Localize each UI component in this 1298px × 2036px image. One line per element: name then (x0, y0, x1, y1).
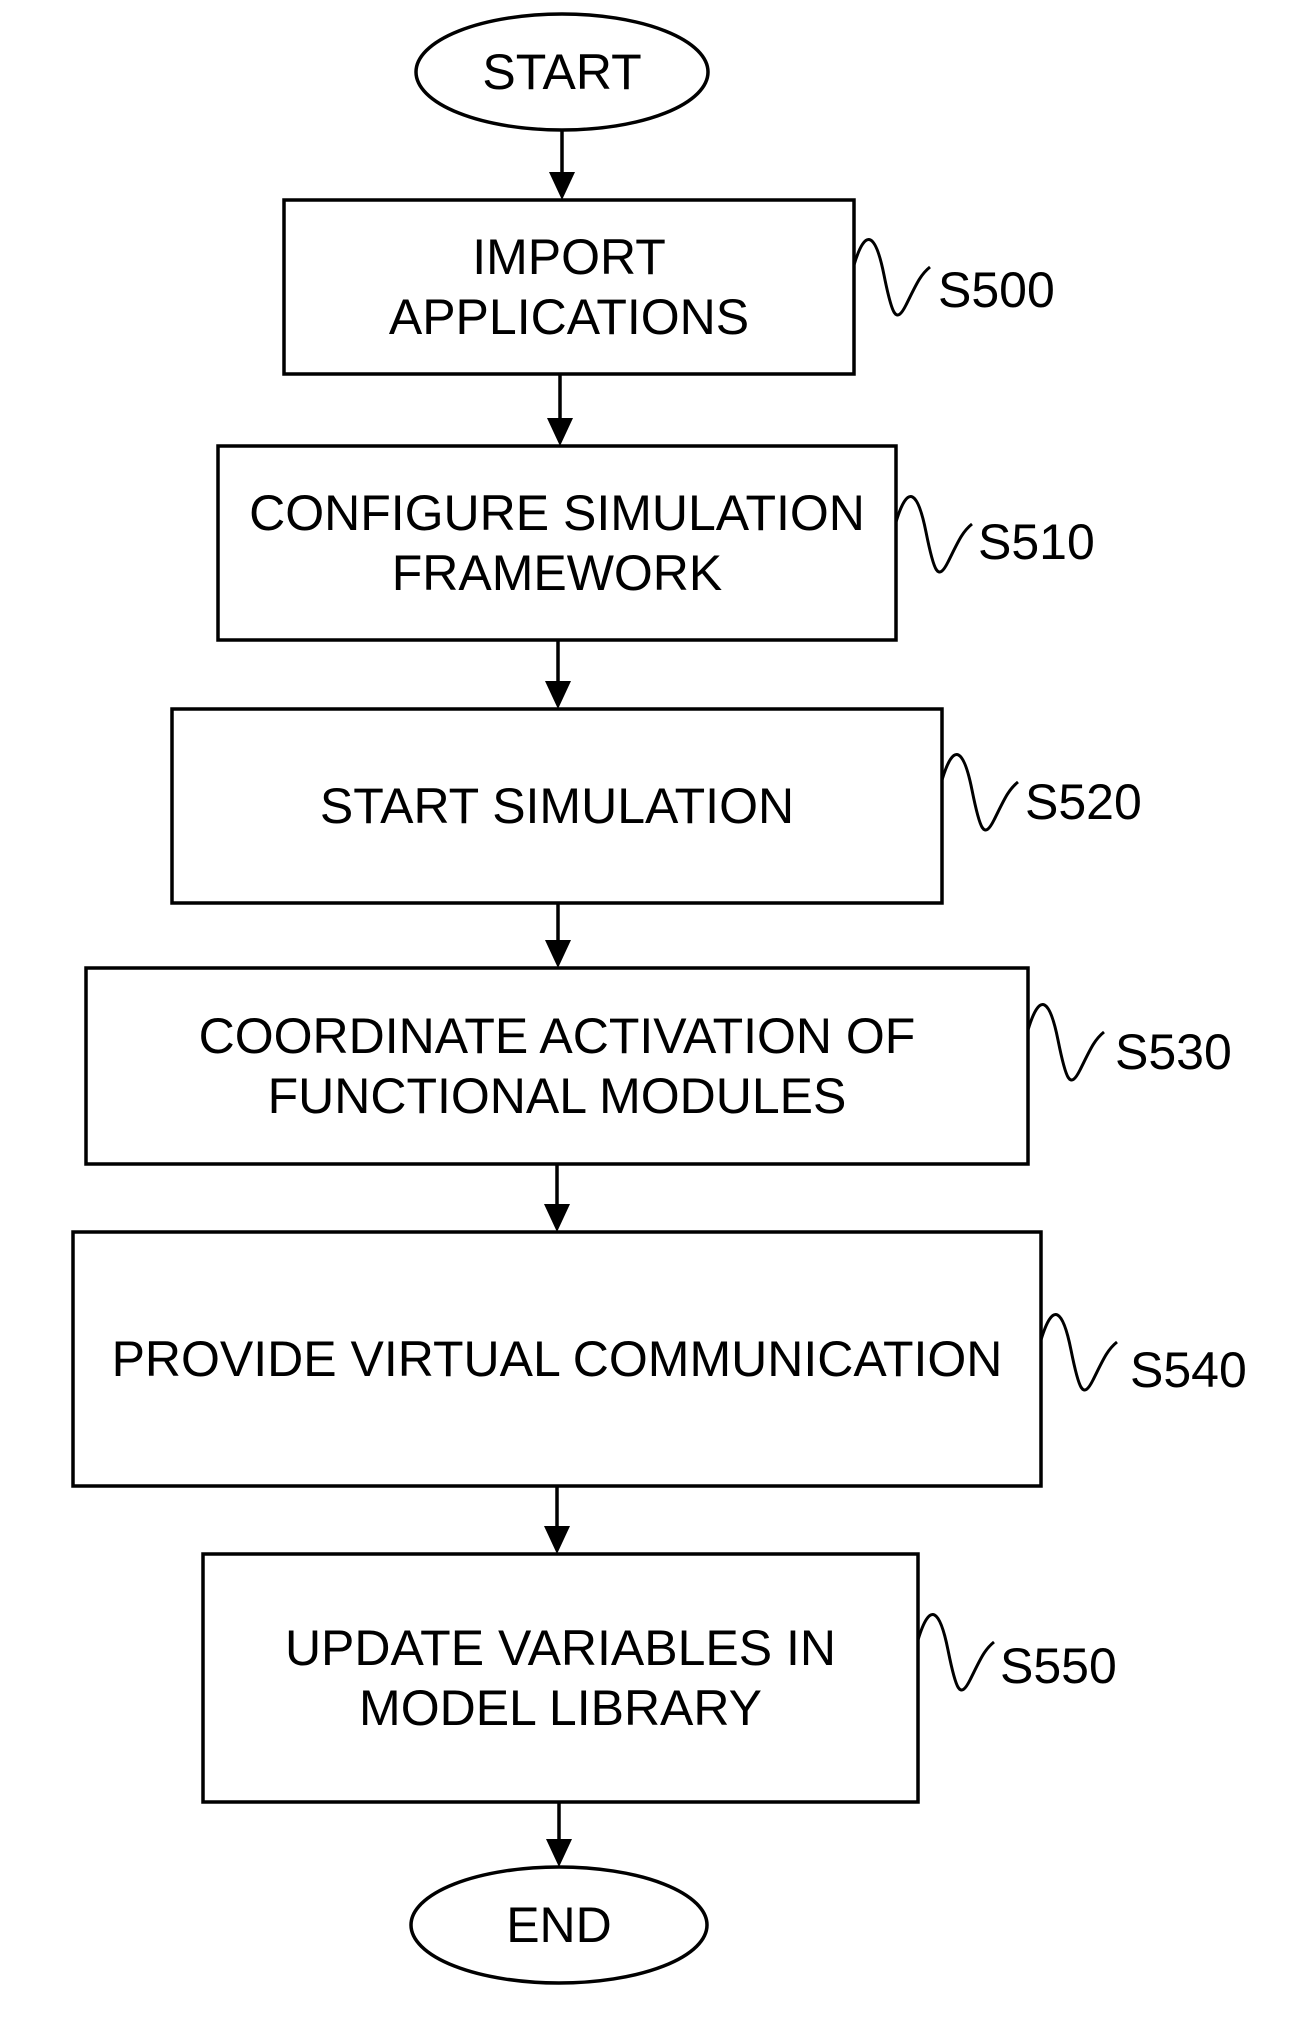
step-s530: COORDINATE ACTIVATION OFFUNCTIONAL MODUL… (86, 968, 1232, 1164)
arrowhead (549, 172, 575, 200)
reference-leader (1041, 1315, 1117, 1390)
step-reference-label: S510 (978, 514, 1095, 570)
reference-leader (896, 497, 972, 572)
step-reference-label: S530 (1115, 1024, 1232, 1080)
step-s500: IMPORTAPPLICATIONS S500 (284, 200, 1055, 374)
step-label-line: APPLICATIONS (389, 289, 749, 345)
start-terminal: START (416, 14, 708, 130)
step-label-line: FUNCTIONAL MODULES (268, 1068, 847, 1124)
arrowhead (547, 418, 573, 446)
arrowhead (545, 940, 571, 968)
step-reference-label: S500 (938, 262, 1055, 318)
reference-leader (1028, 1005, 1104, 1080)
step-label-line: START SIMULATION (320, 778, 794, 834)
step-s520: START SIMULATION S520 (172, 709, 1142, 903)
step-label-line: IMPORT (472, 229, 666, 285)
step-label-line: PROVIDE VIRTUAL COMMUNICATION (112, 1331, 1003, 1387)
step-reference-label: S550 (1000, 1638, 1117, 1694)
step-reference-label: S520 (1025, 774, 1142, 830)
step-label-line: MODEL LIBRARY (359, 1680, 762, 1736)
step-label-line: UPDATE VARIABLES IN (285, 1620, 836, 1676)
process-box (203, 1554, 918, 1802)
end-terminal: END (411, 1867, 707, 1983)
step-label-line: CONFIGURE SIMULATION (249, 485, 865, 541)
arrowhead (546, 1839, 572, 1867)
reference-leader (854, 240, 930, 315)
step-reference-label: S540 (1130, 1342, 1247, 1398)
step-label-line: FRAMEWORK (392, 545, 723, 601)
arrowhead (545, 681, 571, 709)
process-box (218, 446, 896, 640)
step-s550: UPDATE VARIABLES INMODEL LIBRARY S550 (203, 1554, 1117, 1802)
step-s540: PROVIDE VIRTUAL COMMUNICATION S540 (73, 1232, 1247, 1486)
reference-leader (942, 755, 1018, 830)
step-label-line: COORDINATE ACTIVATION OF (199, 1008, 916, 1064)
reference-leader (918, 1615, 994, 1690)
arrowhead (544, 1526, 570, 1554)
step-s510: CONFIGURE SIMULATIONFRAMEWORK S510 (218, 446, 1095, 640)
start-label: START (482, 44, 641, 100)
process-box (284, 200, 854, 374)
process-box (86, 968, 1028, 1164)
end-label: END (506, 1897, 612, 1953)
arrowhead (544, 1204, 570, 1232)
